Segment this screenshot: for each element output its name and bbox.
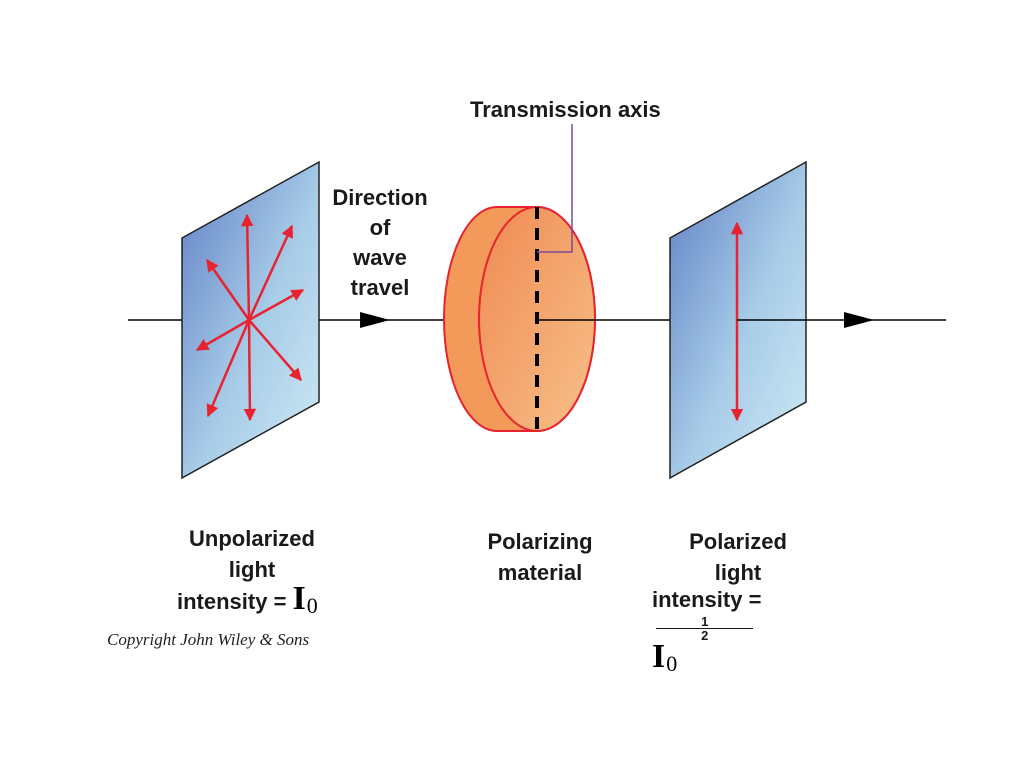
polarizing-line-2: material	[497, 560, 583, 585]
direction-line-4: travel	[350, 275, 410, 300]
unpolarized-intensity-symbol: I0	[292, 580, 318, 619]
direction-line-3: wave	[353, 245, 407, 270]
polarizing-line-1: Polarizing	[487, 529, 593, 554]
unpolarized-line-1: Unpolarized	[189, 526, 315, 551]
polarizing-disk	[443, 206, 596, 432]
polarized-line-2: light	[714, 560, 762, 585]
unpolarized-line-2: light	[228, 557, 276, 582]
transmission-axis-label: Transmission axis	[470, 94, 661, 125]
one-half-fraction: 1 2	[656, 615, 754, 643]
unpolarized-intensity: intensity = I0	[177, 582, 318, 621]
transmission-axis-text: Transmission axis	[470, 97, 661, 122]
polarized-line-1: Polarized	[689, 529, 787, 554]
copyright-notice: Copyright John Wiley & Sons	[107, 630, 310, 649]
intensity-subscript: 0	[306, 593, 318, 618]
intensity-symbol-i: I	[292, 580, 306, 617]
polarized-intensity-symbol: I0	[652, 638, 678, 677]
direction-label: Direction of wave travel	[318, 183, 442, 303]
polarized-intensity: intensity = 1 2 I0	[652, 584, 761, 679]
direction-line-2: of	[369, 215, 391, 240]
polarized-label: Polarized light	[658, 526, 818, 588]
polarized-subscript: 0	[666, 651, 678, 676]
direction-line-1: Direction	[332, 185, 428, 210]
unpolarized-intensity-text: intensity =	[177, 589, 287, 614]
fraction-numerator: 1	[656, 615, 754, 629]
polarized-intensity-text: intensity =	[652, 587, 762, 612]
polarizing-material-label: Polarizing material	[470, 526, 610, 588]
fraction-denominator: 2	[701, 628, 709, 643]
unpolarized-label: Unpolarized light	[162, 523, 342, 585]
polarized-symbol-i: I	[652, 638, 666, 675]
direction-arrowhead	[360, 312, 390, 328]
transmission-axis-callout	[537, 124, 573, 253]
radial-arrows-icon	[195, 213, 305, 422]
exit-arrowhead	[844, 312, 874, 328]
